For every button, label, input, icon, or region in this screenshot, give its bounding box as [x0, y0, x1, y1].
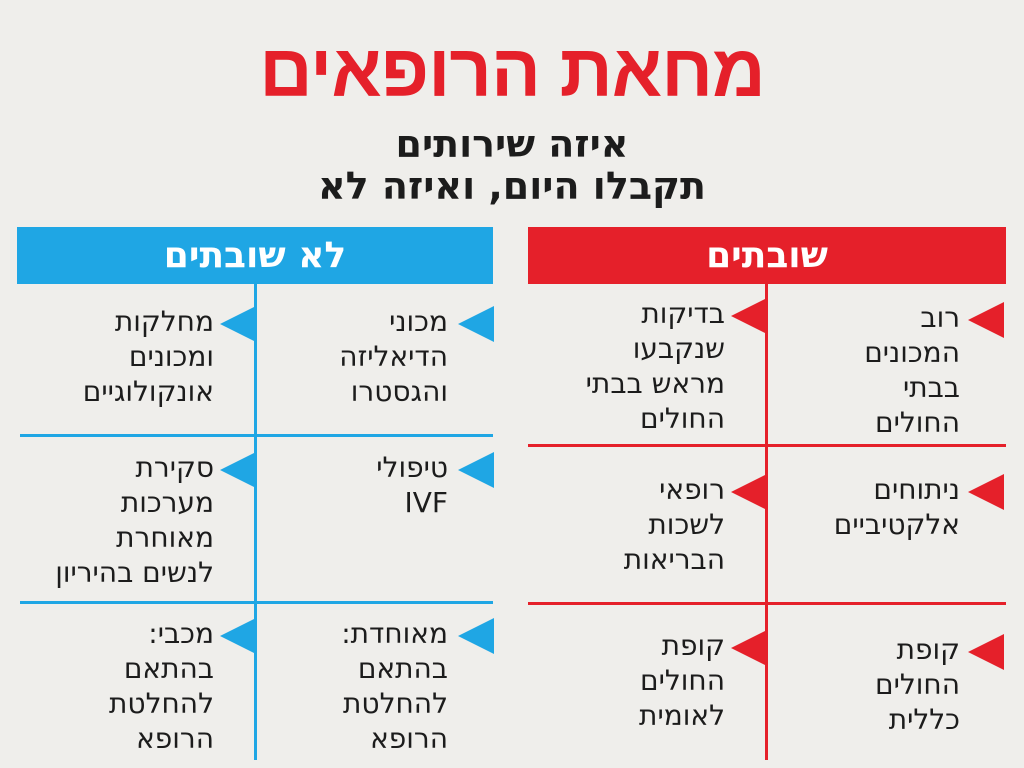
triangle-marker-icon	[220, 618, 256, 654]
not-striking-column-divider	[254, 284, 257, 760]
not-striking-row-divider-2	[20, 601, 493, 604]
triangle-marker-icon	[220, 306, 256, 342]
triangle-marker-icon	[458, 618, 494, 654]
triangle-marker-icon	[458, 306, 494, 342]
striking-row-divider-1	[528, 444, 1006, 447]
striking-column-divider	[765, 284, 768, 760]
striking-row-divider-2	[528, 602, 1006, 605]
triangle-marker-icon	[968, 634, 1004, 670]
subtitle-line-1: איזה שירותים	[395, 122, 629, 166]
triangle-marker-icon	[731, 630, 767, 666]
page-title: מחאת הרופאים	[259, 29, 766, 112]
triangle-marker-icon	[968, 474, 1004, 510]
triangle-marker-icon	[731, 474, 767, 510]
striking-header: שובתים	[528, 227, 1006, 284]
triangle-marker-icon	[731, 298, 767, 334]
triangle-marker-icon	[220, 452, 256, 488]
not-striking-row-divider-1	[20, 434, 493, 437]
not-striking-header: לא שובתים	[17, 227, 493, 284]
triangle-marker-icon	[458, 452, 494, 488]
subtitle-line-2: תקבלו היום, ואיזה לא	[318, 164, 706, 208]
triangle-marker-icon	[968, 302, 1004, 338]
